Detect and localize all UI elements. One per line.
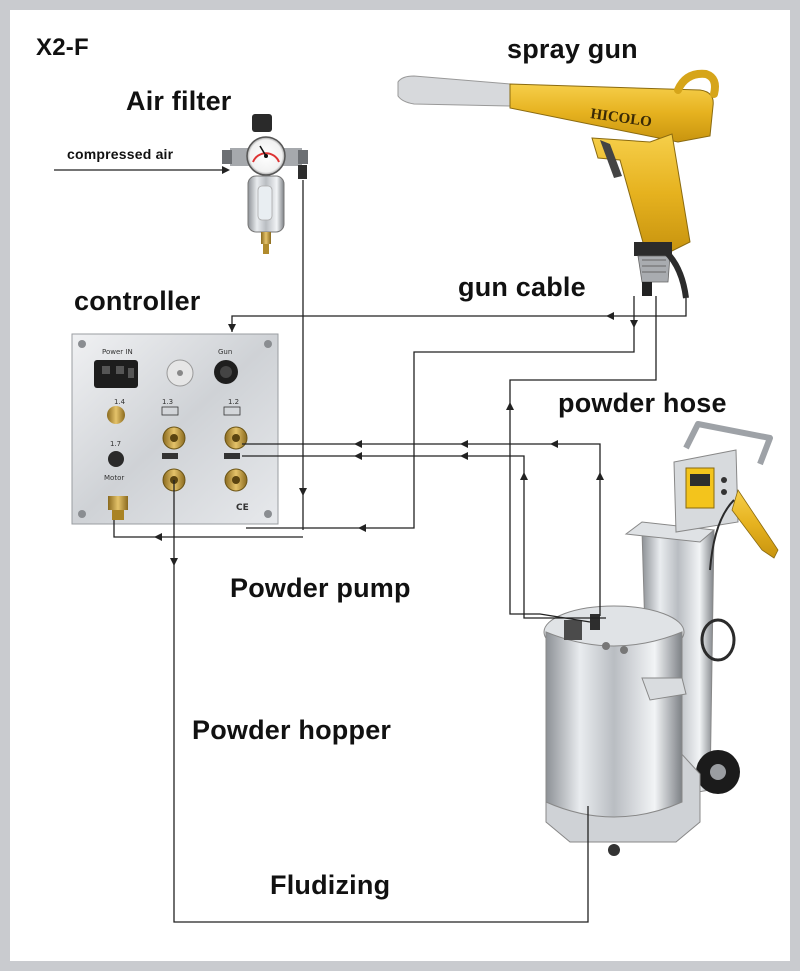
air-filter-label: Air filter <box>126 86 232 116</box>
powder-hose-label: powder hose <box>558 388 727 418</box>
spray-gun-unit: HICOLO <box>397 69 719 299</box>
powder-cart-unit <box>543 421 779 856</box>
fluidizing-label: Fludizing <box>270 870 391 900</box>
air-filter-unit <box>222 114 308 254</box>
compressed-air-label: compressed air <box>67 146 174 162</box>
port-1-3-text: 1.3 <box>162 398 173 406</box>
spray-gun-label: spray gun <box>507 34 638 64</box>
model-label: X2-F <box>36 34 89 61</box>
ce-mark: CE <box>236 503 249 513</box>
powder-pump-label: Powder pump <box>230 573 411 603</box>
gun-cable-label: gun cable <box>458 272 586 302</box>
power-in-text: Power IN <box>102 348 133 356</box>
connection-lines <box>54 166 687 923</box>
controller-label: controller <box>74 286 201 316</box>
powder-hopper-label: Powder hopper <box>192 715 392 745</box>
port-1-2-text: 1.2 <box>228 398 239 406</box>
gun-port-text: Gun <box>218 348 232 356</box>
port-1-4-text: 1.4 <box>114 398 126 406</box>
diagram-canvas: X2-F Air filter compressed air spray gun… <box>10 10 790 961</box>
controller-panel: Power IN Gun 1.4 1.3 1.2 1.7 Motor <box>71 333 279 525</box>
diagram-graphics: HICOLO Power IN Gun 1.4 <box>54 69 779 923</box>
port-1-7-text: 1.7 <box>110 440 121 448</box>
motor-text: Motor <box>104 474 124 482</box>
